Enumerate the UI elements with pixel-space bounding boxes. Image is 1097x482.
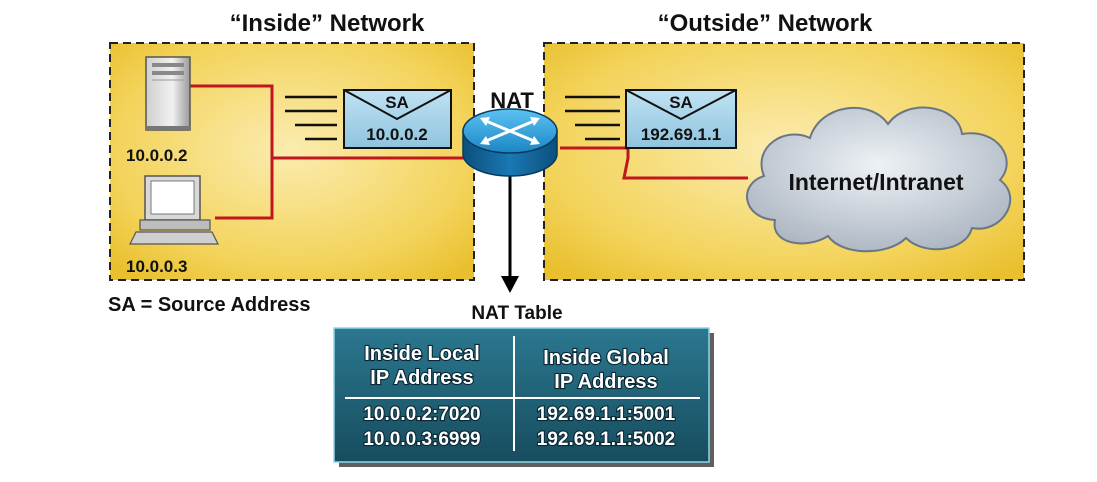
nat-router-icon (462, 108, 558, 177)
outside-packet-envelope (625, 89, 737, 149)
cloud-label: Internet/Intranet (788, 169, 963, 195)
nat-table-cell: 192.69.1.1:5001 (537, 404, 676, 425)
nat-table (333, 327, 714, 467)
nat-router-label: NAT (490, 88, 534, 113)
nat-table-header-left-line2: IP Address (370, 367, 473, 389)
down-arrow (501, 160, 519, 293)
nat-table-header-right: Inside Global IP Address (542, 346, 670, 394)
nat-table-header-left: Inside Local IP Address (363, 342, 481, 390)
inside-network-title: “Inside” Network (230, 10, 425, 37)
outside-wiring (560, 146, 748, 180)
outside-network-title: “Outside” Network (658, 10, 873, 37)
host-ip-pc: 10.0.0.3 (126, 257, 187, 276)
nat-table-header-right-line2: IP Address (554, 371, 657, 393)
host-ip-server: 10.0.0.2 (126, 146, 187, 165)
outside-packet-address: 192.69.1.1 (641, 125, 721, 144)
internet-cloud-icon (746, 106, 1012, 253)
outside-packet-motion-lines (565, 95, 620, 141)
nat-table-row: 10.0.0.3:6999 192.69.1.1:5002 (362, 428, 676, 451)
nat-table-cell: 192.69.1.1:5002 (537, 429, 675, 450)
nat-table-title: NAT Table (471, 303, 562, 324)
nat-table-header-right-line1: Inside Global (543, 347, 669, 369)
inside-packet-envelope (343, 89, 452, 149)
server-icon (145, 56, 191, 131)
desktop-pc-icon (129, 175, 219, 245)
legend-source-address: SA = Source Address (108, 294, 310, 316)
outside-packet-sa-tag: SA (669, 93, 693, 112)
inside-packet-address: 10.0.0.2 (366, 125, 427, 144)
inside-wiring (190, 84, 470, 220)
nat-table-row: 10.0.0.2:7020 192.69.1.1:5001 (362, 403, 676, 426)
inside-packet-sa-tag: SA (385, 93, 409, 112)
nat-table-cell: 10.0.0.3:6999 (363, 429, 480, 450)
inside-packet-motion-lines (285, 95, 337, 141)
nat-table-cell: 10.0.0.2:7020 (363, 404, 480, 425)
nat-table-header-left-line1: Inside Local (364, 343, 480, 365)
